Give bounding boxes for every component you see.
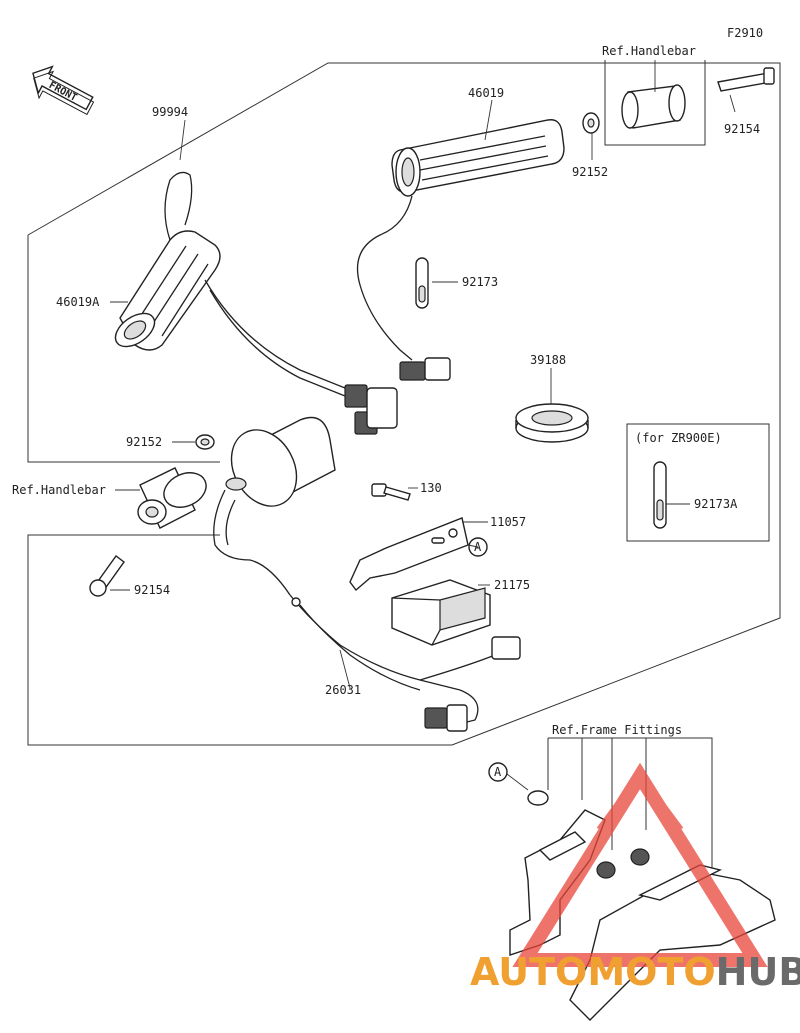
label-21175: 21175 — [494, 578, 530, 592]
zr900e-note: (for ZR900E) — [635, 431, 722, 445]
bolt-130 — [371, 483, 411, 501]
label-26031: 26031 — [325, 683, 361, 697]
label-92152-right: 92152 — [572, 165, 608, 179]
label-92173: 92173 — [462, 275, 498, 289]
harness-26031 — [213, 416, 521, 732]
zr900e-box — [626, 423, 770, 542]
label-11057: 11057 — [490, 515, 526, 529]
seal-39188 — [515, 403, 589, 443]
label-46019: 46019 — [468, 86, 504, 100]
bracket-11057 — [349, 517, 469, 592]
label-ref-frame-fittings: Ref.Frame Fittings — [552, 723, 682, 737]
callout-a-lower-text: A — [494, 765, 502, 779]
label-92152-left: 92152 — [126, 435, 162, 449]
watermark-auto: AUTO — [470, 950, 587, 994]
label-99994: 99994 — [152, 105, 188, 119]
label-92173a: 92173A — [694, 497, 738, 511]
label-92154-left: 92154 — [134, 583, 170, 597]
label-39188: 39188 — [530, 353, 566, 367]
grip-heater-left — [114, 171, 398, 435]
grip-heater-right — [356, 119, 565, 381]
label-ref-handlebar-right: Ref.Handlebar — [602, 44, 696, 58]
watermark-logo: AUTOMOTOHUB — [470, 950, 800, 994]
handlebar-weight-right — [582, 67, 775, 134]
ref-handlebar-right-bracket — [604, 60, 706, 146]
watermark-triangle-icon — [512, 762, 768, 967]
figure-code: F2910 — [727, 26, 763, 40]
controller-21175 — [391, 579, 491, 646]
label-130: 130 — [420, 481, 442, 495]
handlebar-weight-left — [89, 434, 215, 597]
kit-outline — [27, 62, 781, 746]
label-46019a: 46019A — [56, 295, 100, 309]
watermark-moto: MOTO — [587, 950, 715, 994]
label-92154-right: 92154 — [724, 122, 760, 136]
front-arrow-icon: FRONT — [32, 65, 95, 116]
label-ref-handlebar-left: Ref.Handlebar — [12, 483, 106, 497]
watermark-hub: HUB — [716, 950, 800, 994]
band-92173 — [415, 257, 429, 309]
band-92173a — [653, 461, 667, 529]
